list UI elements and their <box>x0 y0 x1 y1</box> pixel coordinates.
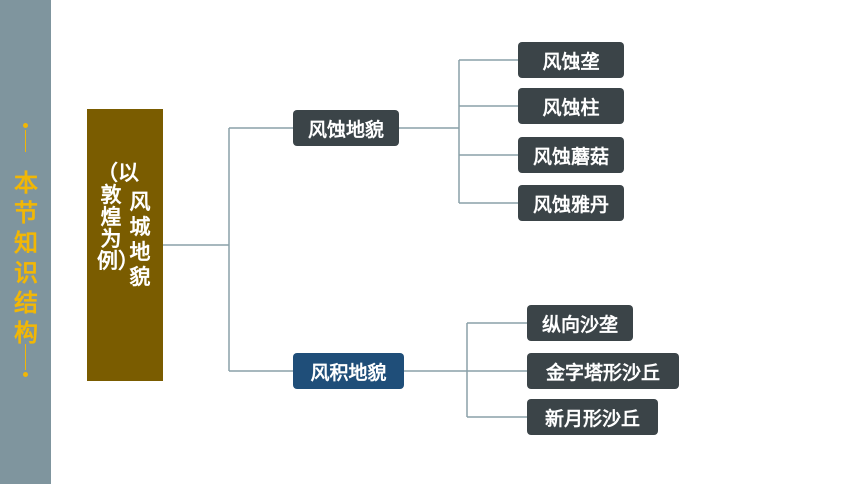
branch-node-wind-erosion: 风蚀地貌 <box>293 110 399 146</box>
leaf-node: 风蚀柱 <box>518 88 624 124</box>
sidebar: 本节知识结构 <box>0 0 51 484</box>
sidebar-bottom-line <box>25 344 26 370</box>
sidebar-bottom-dot <box>23 372 28 377</box>
root-node <box>87 109 163 381</box>
root-title: 风城地貌 <box>129 190 151 289</box>
leaf-node: 风蚀垄 <box>518 42 624 78</box>
sidebar-title: 本节知识结构 <box>14 169 38 347</box>
leaf-node: 风蚀雅丹 <box>518 185 624 221</box>
branch-node-wind-deposition: 风积地貌 <box>293 353 404 389</box>
sidebar-top-dot <box>23 123 28 128</box>
leaf-node: 纵向沙垄 <box>527 305 633 341</box>
leaf-node: 金字塔形沙丘 <box>527 353 679 389</box>
leaf-node: 新月形沙丘 <box>527 399 658 435</box>
leaf-node: 风蚀蘑菇 <box>518 137 624 173</box>
sidebar-top-line <box>25 130 26 152</box>
root-subtitle: （以敦煌为例） <box>97 161 139 273</box>
